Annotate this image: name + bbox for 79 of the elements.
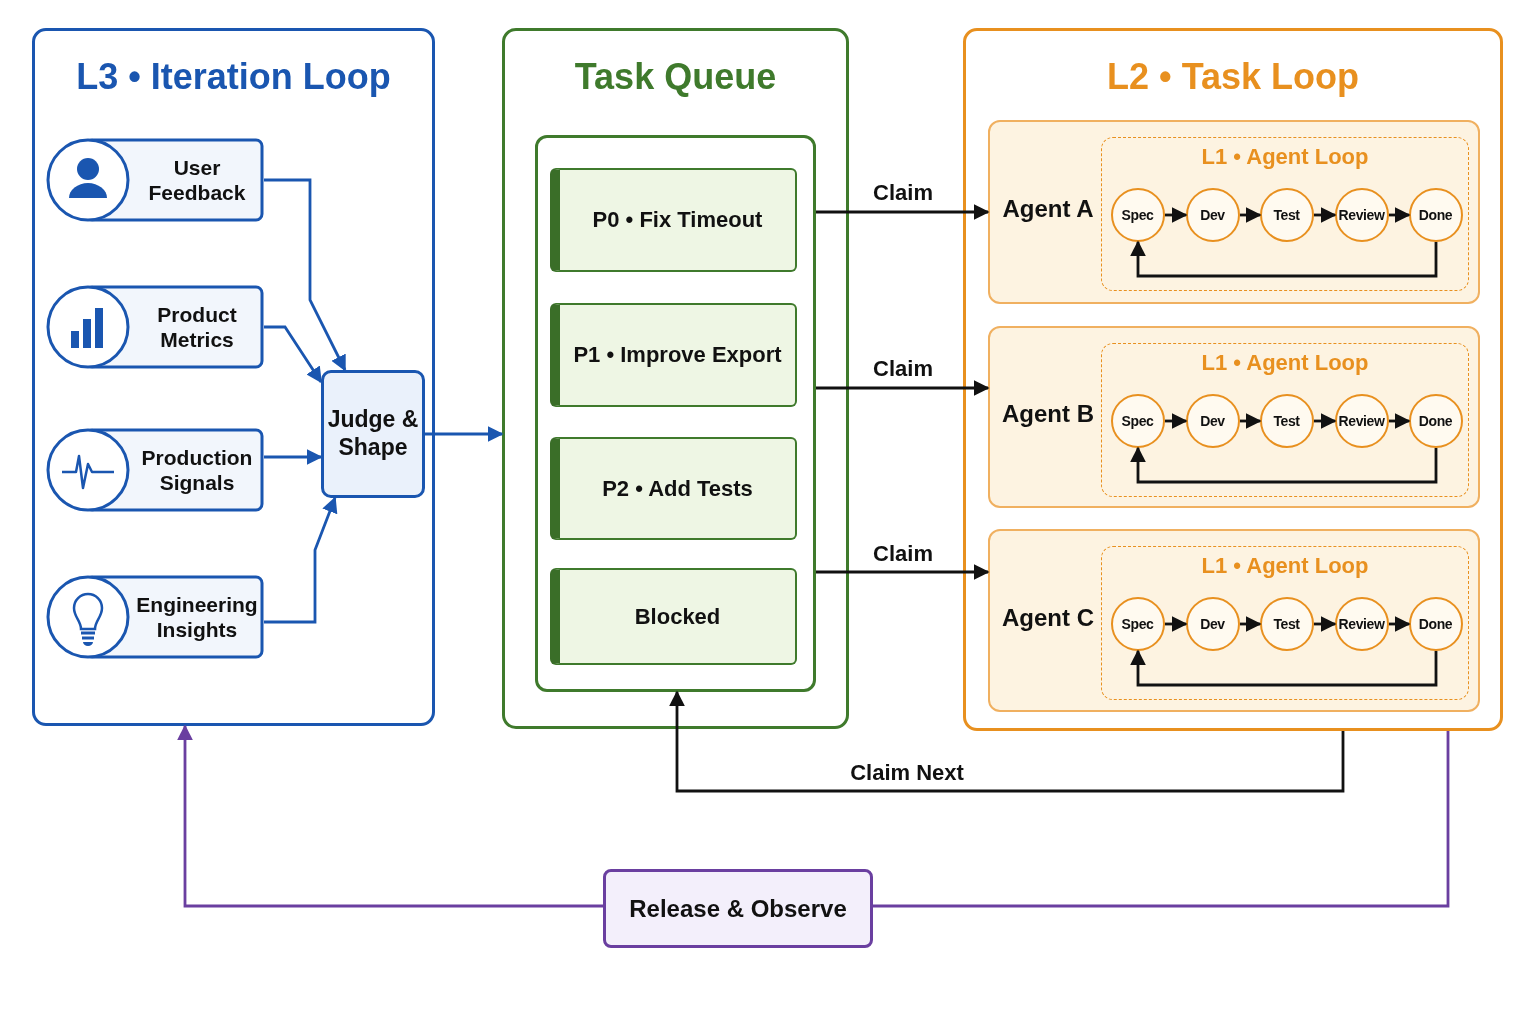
step-label: Done [1417,615,1454,632]
loop-title: L1 • Agent Loop [1200,553,1370,580]
arrow [1314,207,1337,223]
task-label: P2 • Add Tests [601,475,754,502]
process-label: Release & Observe [628,894,848,923]
source-label: Product Metrics [156,301,238,353]
panel-title: Task Queue [573,55,778,99]
step-label: Spec [1120,412,1155,429]
loop-frame [1101,343,1469,497]
arrow [1165,207,1188,223]
source-label: Production Signals [140,444,254,496]
agent-card [988,120,1480,304]
arrow [1165,616,1188,632]
step-label: Done [1417,412,1454,429]
source-card [46,573,264,661]
arrow [264,325,323,384]
arrow [1240,616,1262,632]
arrow [1130,649,1438,687]
step-label: Done [1417,206,1454,223]
task-card [550,303,797,407]
loop-frame [1101,137,1469,291]
source-card [46,136,264,224]
loop-frame [1101,546,1469,700]
step-label: Test [1272,412,1301,429]
arrow [1389,413,1411,429]
step-label: Dev [1199,412,1226,429]
arrow [816,380,990,396]
agent-label: Agent C [1001,603,1095,632]
arrow [264,496,338,624]
step-label: Dev [1199,206,1226,223]
arrow [816,564,990,580]
loop-title: L1 • Agent Loop [1200,144,1370,171]
task-card [550,437,797,540]
task-card [550,568,797,665]
arrow [177,724,603,908]
panel [963,28,1503,731]
arrow [1314,616,1337,632]
agent-label: Agent B [1001,399,1095,429]
source-label: Engineering Insights [135,591,259,643]
agent-card [988,529,1480,712]
task-label: P1 • Improve Export [572,341,783,369]
process-label: Judge & Shape [326,406,420,462]
step-label: Review [1337,412,1386,429]
step-label: Spec [1120,206,1155,223]
step-label: Test [1272,206,1301,223]
arrow [1240,207,1262,223]
source-label: User Feedback [147,154,247,206]
arrow [1240,413,1262,429]
arrow [669,690,1345,793]
arrow [816,204,990,220]
step-label: Spec [1120,615,1155,632]
loop-title: L1 • Agent Loop [1200,350,1370,377]
arrow [1130,240,1438,278]
step-label: Review [1337,206,1386,223]
arrow [1389,207,1411,223]
panel [32,28,435,726]
process-box [321,370,425,498]
process-box [603,869,873,948]
arrow [264,449,323,465]
step-label: Review [1337,615,1386,632]
task-label: P0 • Fix Timeout [591,206,764,234]
arrow [264,178,347,372]
queue-container [535,135,816,692]
step-label: Test [1272,615,1301,632]
arrow [1389,616,1411,632]
arrow [1314,413,1337,429]
agent-label: Agent A [1001,194,1095,224]
task-label: Blocked [633,603,722,630]
panel-title: L2 • Task Loop [1106,55,1360,99]
source-card [46,426,264,514]
task-card [550,168,797,272]
agent-card [988,326,1480,508]
arrow [1165,413,1188,429]
panel [502,28,849,729]
panel-title: L3 • Iteration Loop [75,55,392,99]
source-card [46,283,264,371]
arrow [1130,446,1438,484]
arrow [425,426,504,442]
step-label: Dev [1199,615,1226,632]
